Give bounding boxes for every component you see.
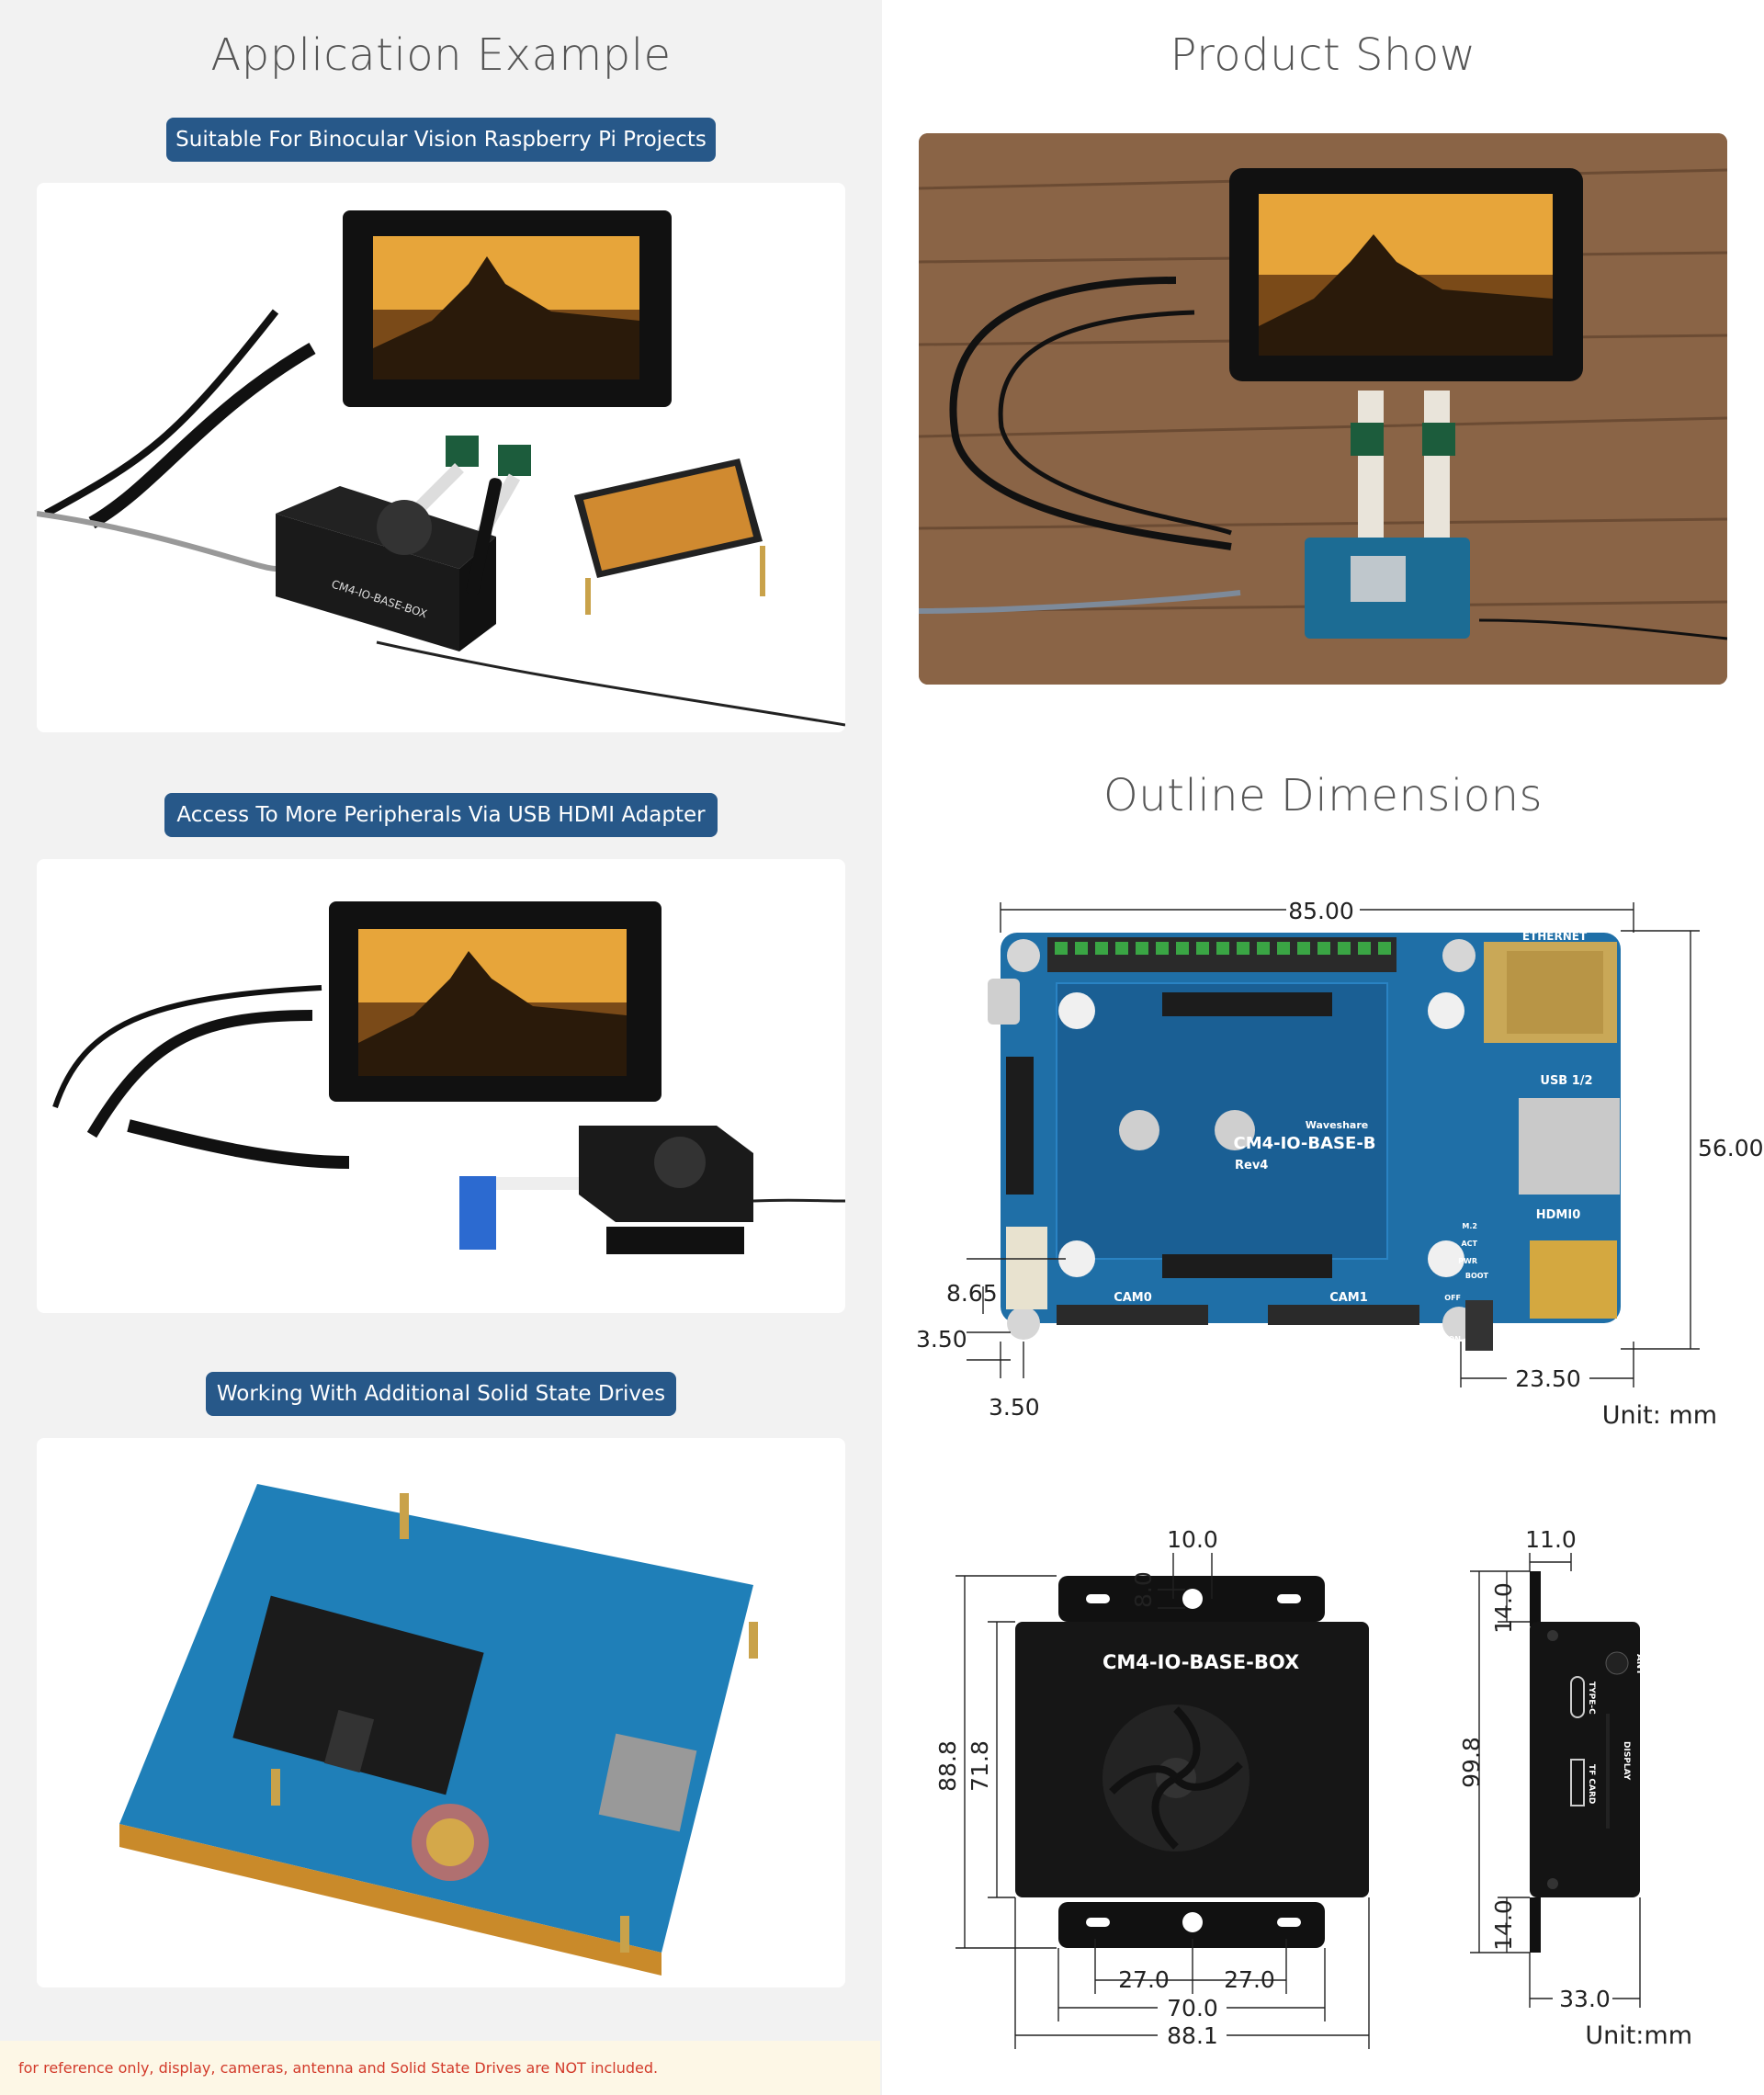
- application-title: Application Example: [210, 29, 672, 81]
- board-name: CM4-IO-BASE-B: [1233, 1134, 1375, 1153]
- usb-label: USB 1/2: [1540, 1074, 1592, 1088]
- dim-hole-y: 3.50: [916, 1326, 967, 1353]
- side-bottom-flange: [1530, 1897, 1541, 1953]
- cam1-label: CAM1: [1329, 1291, 1368, 1305]
- side-ant-label: ANT: [1634, 1654, 1645, 1675]
- box-dimension-drawing: CM4-IO-BASE-BOX ANT TYPE-C DISPLAY TF CA…: [934, 1526, 1692, 2050]
- photo-product-show: [919, 133, 1727, 685]
- dim-side-b: 14.0: [1490, 1899, 1517, 1951]
- dim-half-right: 27.0: [1224, 1966, 1275, 1993]
- board-brand: Waveshare: [1306, 1119, 1368, 1131]
- photo-ssd-board: [37, 1438, 845, 1987]
- box-brand: CM4-IO-BASE-BOX: [1102, 1651, 1299, 1673]
- side-typec-label: TYPE-C: [1587, 1682, 1596, 1715]
- dim-bolt-spacing: 70.0: [1167, 1995, 1218, 2021]
- board-dimension-drawing: CM4-IO-BASE-B Rev4 Waveshare ETHERNET US…: [916, 898, 1764, 1430]
- section-pill-binocular: Suitable For Binocular Vision Raspberry …: [166, 118, 716, 162]
- reference-note: for reference only, display, cameras, an…: [0, 2041, 880, 2095]
- pwr-led-label: PWR: [1458, 1257, 1477, 1265]
- dim-width: 85.00: [1288, 898, 1354, 924]
- dim-inner-height: 71.8: [967, 1740, 993, 1792]
- dim-tab-width: 10.0: [1167, 1526, 1218, 1553]
- side-top-flange: [1530, 1571, 1541, 1626]
- board-unit: Unit: mm: [1602, 1401, 1717, 1430]
- dim-right-offset: 23.50: [1515, 1365, 1581, 1392]
- side-tf-label: TF CARD: [1587, 1764, 1596, 1804]
- m2-led-label: M.2: [1462, 1222, 1477, 1230]
- dim-outer-height: 88.8: [934, 1740, 961, 1792]
- hdmi-label: HDMI0: [1536, 1208, 1581, 1222]
- outline-dimensions-title: Outline Dimensions: [1102, 770, 1544, 821]
- dim-hole-x: 3.50: [989, 1394, 1040, 1421]
- dim-half-left: 27.0: [1118, 1966, 1170, 1993]
- off-label: OFF: [1444, 1294, 1461, 1302]
- dim-side-height: 99.8: [1458, 1737, 1485, 1788]
- dim-side-a: 14.0: [1490, 1582, 1517, 1634]
- photo-usb-hdmi-setup: [37, 859, 845, 1313]
- cam0-label: CAM0: [1114, 1291, 1152, 1305]
- dim-tab-height: 8.0: [1130, 1571, 1157, 1608]
- dim-side-top: 11.0: [1525, 1526, 1577, 1553]
- section-pill-ssd: Working With Additional Solid State Driv…: [206, 1372, 676, 1416]
- section-pill-usb-hdmi: Access To More Peripherals Via USB HDMI …: [164, 793, 718, 837]
- product-show-title: Product Show: [1170, 29, 1476, 81]
- boot-label: BOOT: [1465, 1272, 1489, 1280]
- side-display-label: DISPLAY: [1622, 1741, 1631, 1781]
- dim-height: 56.00: [1698, 1135, 1764, 1161]
- board-rev: Rev4: [1235, 1159, 1268, 1172]
- dim-cam-offset: 8.65: [946, 1280, 998, 1307]
- on-label: ON: [1449, 1335, 1462, 1343]
- dim-side-width: 33.0: [1559, 1986, 1611, 2012]
- dim-outer-width: 88.1: [1167, 2022, 1218, 2049]
- ethernet-label: ETHERNET: [1522, 930, 1588, 943]
- act-led-label: ACT: [1461, 1240, 1477, 1248]
- photo-binocular-setup: CM4-IO-BASE-BOX: [37, 183, 845, 732]
- box-unit: Unit:mm: [1585, 2021, 1692, 2050]
